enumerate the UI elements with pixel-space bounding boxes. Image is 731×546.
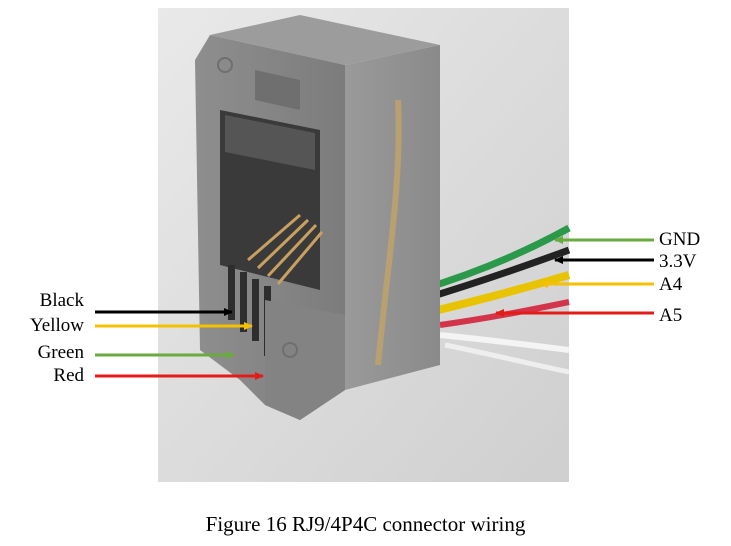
label-yellow: Yellow [29,315,84,336]
label-green: Green [37,342,84,363]
figure-caption: Figure 16 RJ9/4P4C connector wiring [205,512,526,536]
label-black: Black [39,290,84,311]
rj9-connector [195,15,440,420]
label-red: Red [53,365,84,386]
label-a5: A5 [659,305,683,326]
label-gnd: GND [659,229,701,250]
label-3v3: 3.3V [659,251,697,272]
label-a4: A4 [659,274,683,295]
